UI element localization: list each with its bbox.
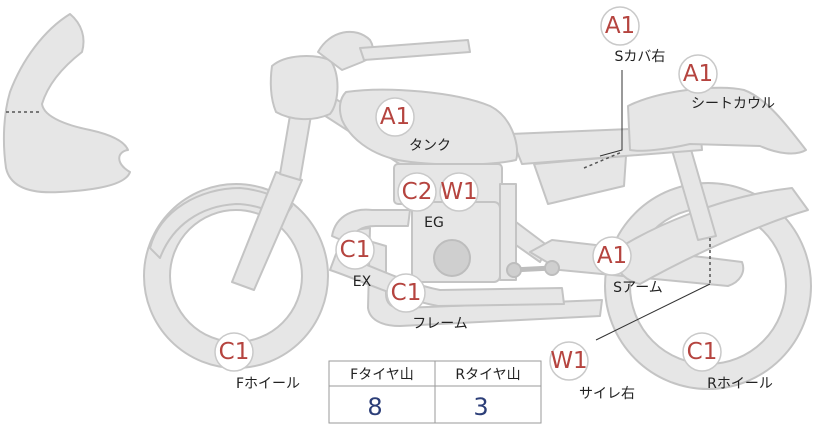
front-tread-value: 8 xyxy=(367,393,382,421)
rear-tread-header: Rタイヤ山 xyxy=(455,367,520,383)
grade-badge-frame: C1 xyxy=(386,273,426,313)
headlight-shape xyxy=(269,31,471,120)
grade-badge-tank: A1 xyxy=(375,97,415,137)
svg-text:W1: W1 xyxy=(440,179,477,205)
tire-tread-table: Fタイヤ山 Rタイヤ山 8 3 xyxy=(328,360,542,424)
side-cover-shape xyxy=(533,155,627,205)
label-swingarm: Sアーム xyxy=(613,280,663,296)
label-tank: タンク xyxy=(409,138,451,154)
grade-badge-swingarm: A1 xyxy=(592,236,632,276)
label-engine: EG xyxy=(424,215,444,231)
svg-text:C1: C1 xyxy=(687,339,718,365)
grade-badge-s-cover: A1 xyxy=(600,6,640,46)
grade-badge-seat-cowl: A1 xyxy=(678,54,718,94)
exhaust-shape xyxy=(329,253,565,307)
label-exhaust: EX xyxy=(353,274,372,290)
svg-text:C1: C1 xyxy=(340,237,371,263)
svg-text:A1: A1 xyxy=(380,104,410,130)
svg-text:C1: C1 xyxy=(219,339,250,365)
label-rear-wheel: Rホイール xyxy=(707,376,773,392)
front-fairing xyxy=(2,13,131,194)
svg-text:C2: C2 xyxy=(402,179,433,205)
svg-text:A1: A1 xyxy=(683,61,713,87)
svg-text:W1: W1 xyxy=(550,348,587,374)
grade-badge-side-cover: W1 xyxy=(549,341,589,381)
grade-badge-exhaust: C1 xyxy=(335,230,375,270)
svg-text:A1: A1 xyxy=(597,243,627,269)
foot-peg-shape xyxy=(506,260,560,278)
grade-badge-engine-1: C2 xyxy=(397,172,437,212)
svg-text:C1: C1 xyxy=(391,280,422,306)
grade-badge-front-wheel: C1 xyxy=(214,332,254,372)
front-tread-header: Fタイヤ山 xyxy=(350,367,414,383)
rear-tread-value: 3 xyxy=(473,393,488,421)
label-side-cover: サイレ右 xyxy=(579,386,635,402)
grade-badge-engine-2: W1 xyxy=(439,172,479,212)
svg-text:A1: A1 xyxy=(605,13,635,39)
label-front-wheel: Fホイール xyxy=(236,376,300,392)
label-s-cover: Sカバ右 xyxy=(615,49,666,65)
leader-lines xyxy=(583,70,711,341)
grade-badge-rear-wheel: C1 xyxy=(682,332,722,372)
label-frame: フレーム xyxy=(412,316,468,332)
label-seat-cowl: シートカウル xyxy=(691,96,775,112)
